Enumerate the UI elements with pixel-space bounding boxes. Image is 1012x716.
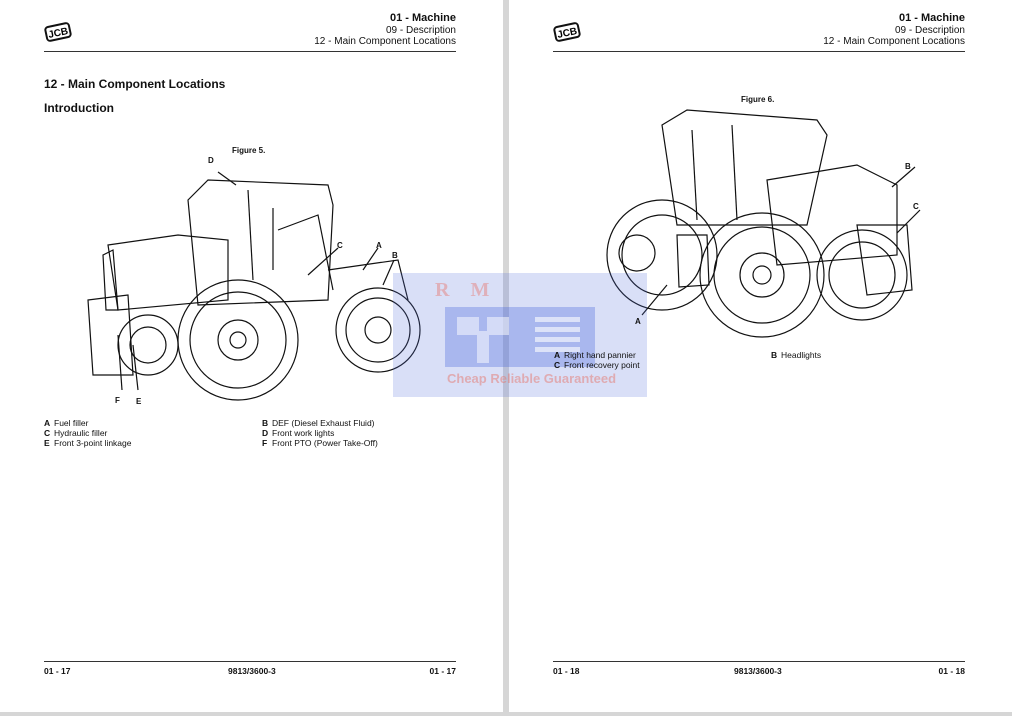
header-section: 01 - Machine [389, 12, 456, 24]
footer-rule [553, 661, 965, 662]
header-section: 01 - Machine [898, 12, 965, 24]
jcb-logo: JCB [553, 22, 581, 42]
figure-caption: Figure 5. [232, 146, 266, 155]
tractor-illustration-front-right [606, 109, 921, 338]
callout-b: B [905, 162, 911, 171]
watermark-wrench-doc-icon [445, 307, 595, 367]
callout-e: E [136, 397, 142, 406]
callout-c: C [913, 202, 919, 211]
watermark-tagline: Cheap Reliable Guaranteed [447, 371, 617, 386]
callout-d: D [208, 156, 214, 165]
page-header: 01 - Machine 09 - Description 12 - Main … [314, 12, 456, 48]
svg-text:JCB: JCB [556, 26, 578, 41]
page-header: 01 - Machine 09 - Description 12 - Main … [823, 12, 965, 48]
footer-doc-number: 9813/3600-3 [734, 666, 782, 676]
callout-a: A [635, 317, 641, 326]
callout-c: C [337, 241, 343, 250]
header-subsection: 09 - Description [894, 25, 965, 36]
footer-page-left: 01 - 18 [553, 666, 580, 676]
callout-f: F [115, 396, 120, 405]
figure-caption: Figure 6. [741, 95, 775, 104]
header-topic: 12 - Main Component Locations [823, 36, 965, 47]
tractor-illustration-front-left [87, 171, 421, 401]
footer-page-right: 01 - 18 [938, 666, 965, 676]
section-title: 12 - Main Component Locations [44, 77, 226, 91]
header-rule [44, 51, 456, 52]
header-rule [553, 51, 965, 52]
header-topic: 12 - Main Component Locations [314, 36, 456, 47]
watermark: R M Cheap Reliable Guaranteed [393, 273, 647, 397]
footer-doc-number: 9813/3600-3 [228, 666, 276, 676]
header-subsection: 09 - Description [385, 25, 456, 36]
page-right: JCB 01 - Machine 09 - Description 12 - M… [509, 0, 1012, 712]
svg-text:JCB: JCB [47, 26, 69, 41]
footer-rule [44, 661, 456, 662]
footer-page-right: 01 - 17 [429, 666, 456, 676]
section-subtitle: Introduction [44, 101, 114, 115]
watermark-letters: R M [435, 279, 498, 301]
footer-page-left: 01 - 17 [44, 666, 71, 676]
jcb-logo: JCB [44, 22, 72, 42]
callout-b: B [392, 251, 398, 260]
callout-a: A [376, 241, 382, 250]
page-left: JCB 01 - Machine 09 - Description 12 - M… [0, 0, 503, 712]
